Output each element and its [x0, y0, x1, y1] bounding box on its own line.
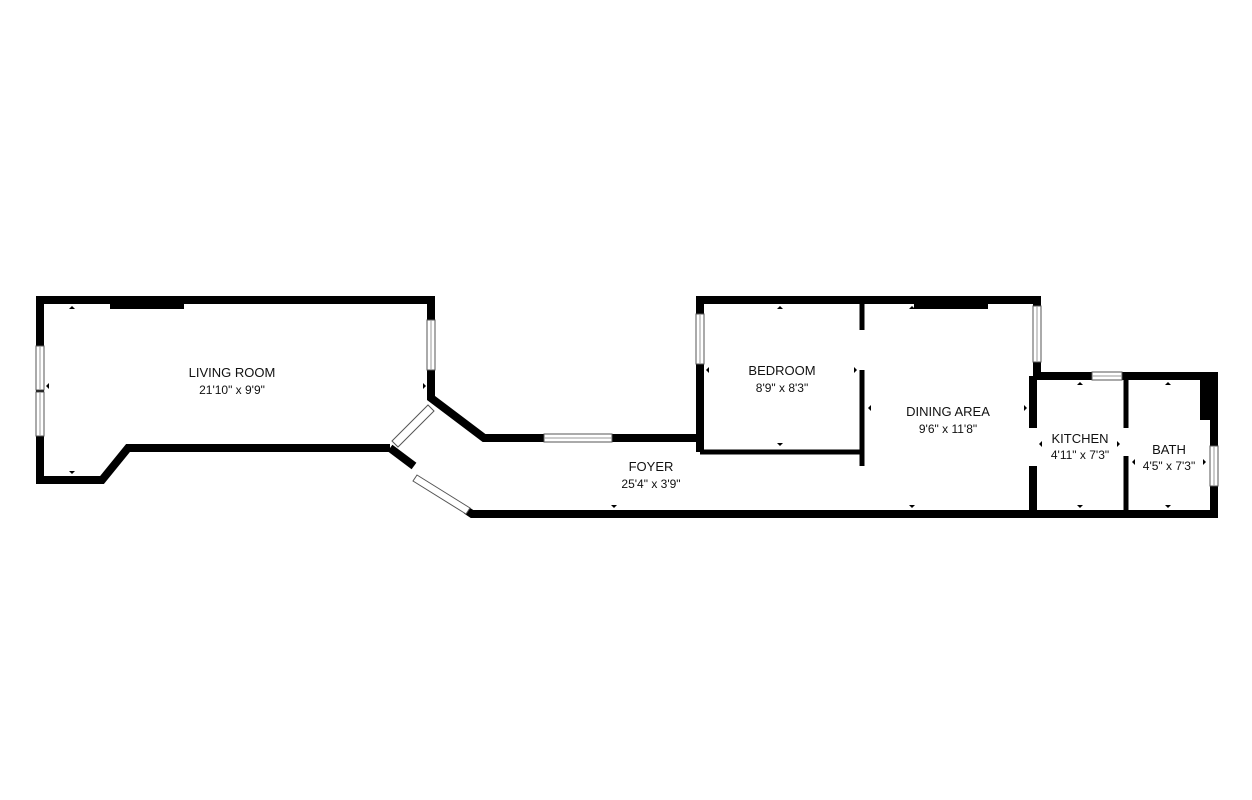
dining-area-name: DINING AREA: [906, 404, 990, 419]
window-foyer: [543, 433, 613, 443]
kitchen-name: KITCHEN: [1051, 431, 1108, 446]
label-dining-area: DINING AREA 9'6" x 11'8": [906, 404, 990, 436]
bedroom-dims: 8'9" x 8'3": [756, 381, 808, 395]
living-room-dims: 21'10" x 9'9": [199, 383, 265, 397]
bath-dims: 4'5" x 7'3": [1143, 459, 1195, 473]
window-living-left-lower: [35, 391, 45, 437]
foyer-dims: 25'4" x 3'9": [621, 477, 680, 491]
window-living-right: [426, 319, 436, 371]
window-living-left-upper: [35, 345, 45, 391]
bedroom-name: BEDROOM: [748, 363, 815, 378]
window-kitchen: [1091, 371, 1123, 381]
foyer-name: FOYER: [629, 459, 674, 474]
label-foyer: FOYER 25'4" x 3'9": [621, 459, 680, 491]
foyer-walls: [463, 506, 1218, 518]
window-bedroom: [695, 313, 705, 365]
label-bath: BATH 4'5" x 7'3": [1143, 442, 1195, 473]
living-room-walls: [36, 296, 700, 484]
entry-door[interactable]: [391, 404, 471, 515]
dining-area-dims: 9'6" x 11'8": [919, 422, 977, 436]
living-room-name: LIVING ROOM: [189, 365, 276, 380]
door-openings: [858, 330, 1130, 466]
label-kitchen: KITCHEN 4'11" x 7'3": [1051, 431, 1109, 462]
window-bath: [1209, 445, 1219, 487]
windows: [35, 305, 1219, 487]
label-bedroom: BEDROOM 8'9" x 8'3": [748, 363, 815, 395]
bath-name: BATH: [1152, 442, 1186, 457]
label-living-room: LIVING ROOM 21'10" x 9'9": [189, 365, 276, 397]
dimension-ticks: [46, 306, 1206, 508]
window-dining: [1032, 305, 1042, 363]
kitchen-dims: 4'11" x 7'3": [1051, 448, 1109, 462]
